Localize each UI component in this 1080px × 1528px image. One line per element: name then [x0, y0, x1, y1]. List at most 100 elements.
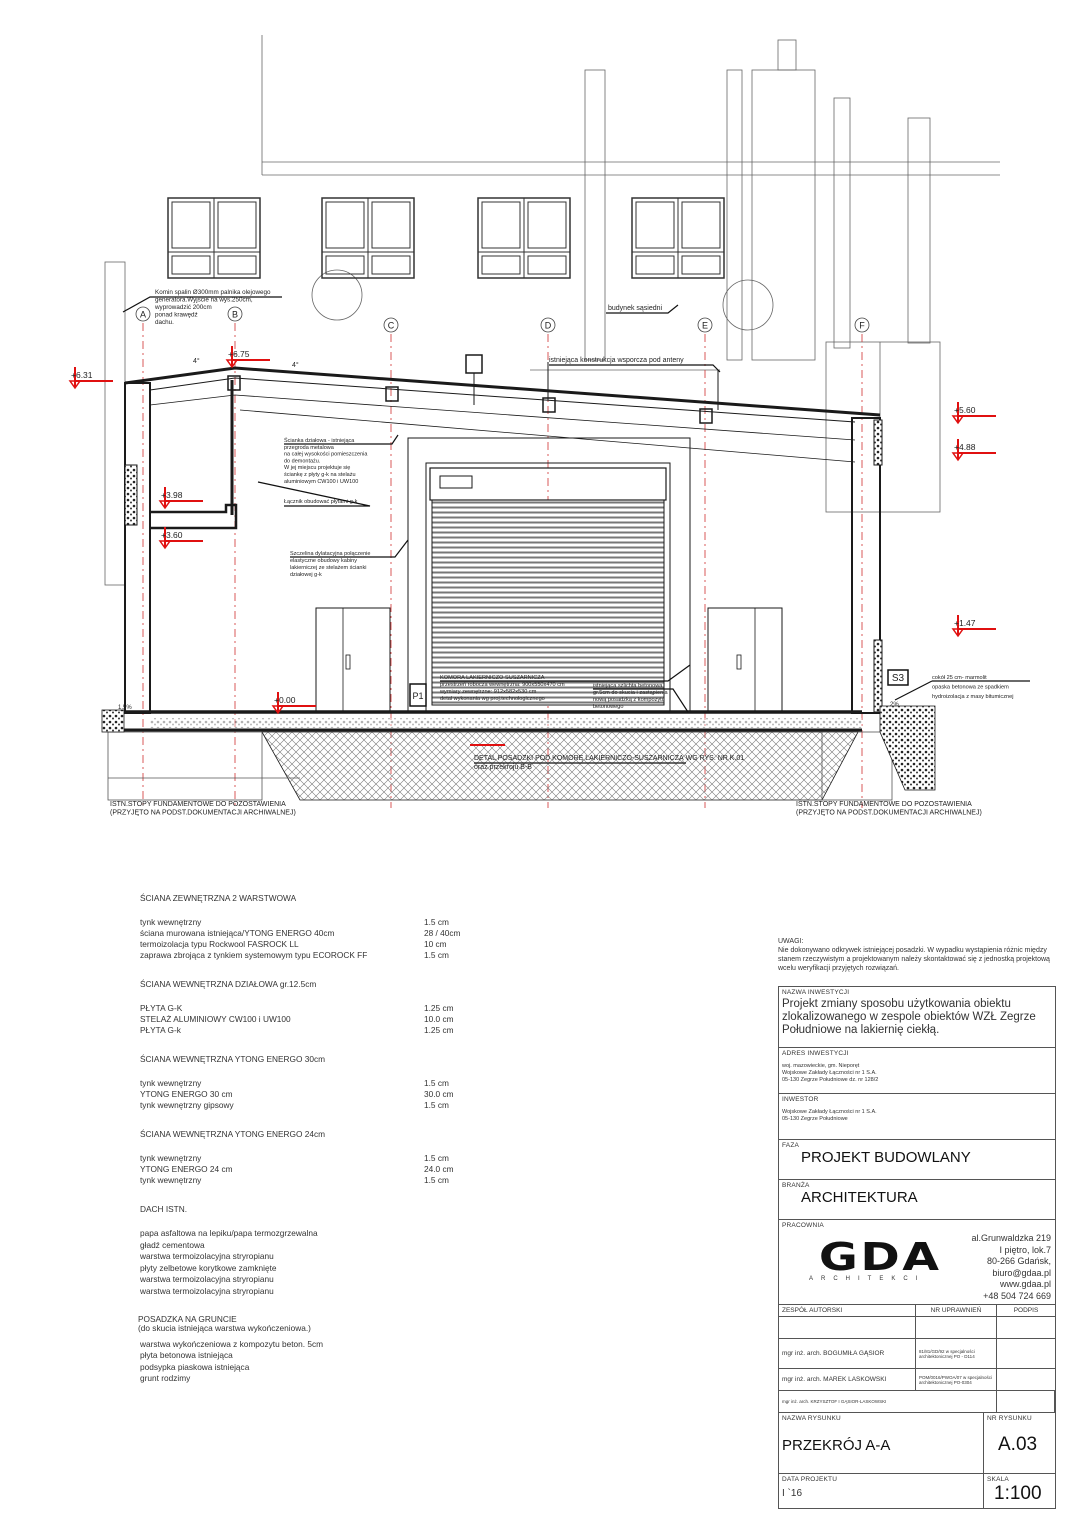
spec-layer: PŁYTA G-K: [140, 1003, 183, 1013]
address-label: ADRES INWESTYCJI: [782, 1050, 849, 1057]
chimney-note-text: generatora.Wyjście na wys.250cm,: [155, 297, 253, 304]
project-date-label: DATA PROJEKTU: [782, 1476, 838, 1483]
level-label: +5.60: [954, 405, 976, 415]
axis-label: A: [140, 310, 146, 320]
phase-value: PROJEKT BUDOWLANY: [801, 1149, 971, 1166]
spec-row: papa asfaltowa na lepiku/papa termozgrze…: [140, 1228, 470, 1239]
foundation-note-text: ISTN.STOPY FUNDAMENTOWE DO POZOSTAWIENIA: [796, 801, 972, 808]
spec-layer: warstwa termoizolacyjna stryropianu: [140, 1251, 274, 1261]
plinth-note-text: opaska betonowa ze spadkiem: [932, 685, 1009, 691]
drawing-name-label: NAZWA RYSUNKU: [782, 1415, 841, 1422]
level-marker: +5.60: [951, 402, 996, 425]
chimney-note-text: Komin spalin Ø300mm palnika olejowego: [155, 289, 271, 296]
level-marker: +4.88: [951, 439, 996, 462]
team-member-name: mgr inż. arch. MAREK LASKOWSKI: [779, 1369, 916, 1391]
spec-layer: tynk wewnętrzny gipsowy: [140, 1100, 234, 1110]
team-member-name: [779, 1317, 916, 1339]
level-label: +3.60: [161, 530, 183, 540]
level-marker: +0.00: [271, 692, 316, 715]
spec-layer: płyta betonowa istniejąca: [140, 1350, 233, 1360]
spec-thickness: 1.5 cm: [424, 1175, 449, 1185]
spec-row: warstwa termoizolacyjna stryropianu: [140, 1274, 470, 1285]
chimney-note-text: ponad krawędź: [155, 312, 198, 319]
axis-label: E: [702, 321, 708, 331]
signature-header: PODPIS: [997, 1305, 1055, 1317]
antenna-support-note: istniejąca konstrukcja wsporcza pod ante…: [549, 357, 721, 373]
spec-title: ŚCIANA WEWNĘTRZNA DZIAŁOWA gr.12.5cm: [140, 979, 317, 989]
spec-group: DACH ISTN.papa asfaltowa na lepiku/papa …: [140, 1204, 470, 1297]
spec-thickness: 1.25 cm: [424, 1025, 454, 1035]
partition-note-text: aluminiowym CW100 i UW100: [284, 479, 358, 485]
spec-layer: grunt rodzimy: [140, 1373, 191, 1383]
window: [631, 197, 725, 279]
team-member-name: mgr inż. arch. KRZYSZTOF I GĄSIOR-LASKOW…: [779, 1391, 997, 1413]
floor-detail-note: DETAL POSADZKI POD KOMORĘ LAKIERNICZO-SU…: [474, 755, 744, 771]
signature-cell: [997, 1317, 1055, 1339]
notes-title: UWAGI:: [778, 938, 804, 945]
drawing-number-label: NR RYSUNKU: [987, 1415, 1032, 1422]
roof-slope-left: 4°: [193, 357, 200, 365]
level-label: +4.88: [954, 442, 976, 452]
axis-label: B: [232, 310, 238, 320]
partition-note-text: ściankę z płyty g-k na stelażu: [284, 472, 356, 478]
partition-note-text: na całej wysokości pomieszczenia: [284, 452, 368, 458]
level-marker: +6.75: [225, 346, 270, 369]
paint-booth-note-text: przestrzeń robocza wewnętrzna: 900x550x4…: [440, 682, 565, 688]
license-header: NR UPRAWNIEŃ: [916, 1305, 997, 1317]
connector-note-text: Łącznik obudować płytami g-k: [284, 499, 358, 505]
window: [321, 197, 415, 279]
studio-phone: +48 504 724 669: [983, 1290, 1051, 1301]
tag-p1-label: P1: [412, 691, 423, 701]
studio-email: biuro@gdaa.pl: [992, 1267, 1051, 1278]
foundation-note-left: ISTN.STOPY FUNDAMENTOWE DO POZOSTAWIENIA…: [110, 801, 296, 817]
investor-line: Wojskowe Zakłady Łączności nr 1 S.A.: [782, 1109, 877, 1115]
gda-logo: GDA ARCHITEKCI: [809, 1235, 942, 1282]
spec-thickness: [424, 1362, 470, 1373]
spec-layer: YTONG ENERGO 30 cm: [140, 1089, 233, 1099]
team-header: ZESPÓŁ AUTORSKI: [779, 1305, 916, 1317]
floor-detail-note-text: DETAL POSADZKI POD KOMORĘ LAKIERNICZO-SU…: [474, 755, 744, 762]
drawing-number: A.03: [998, 1434, 1038, 1455]
tag-p1: P1: [409, 683, 427, 707]
dilatation-gap-note-text: elastyczne obudowy kabiny: [290, 558, 357, 564]
address-line: woj. mazowieckie, gm. Nieporęt: [782, 1063, 860, 1069]
axis-label: F: [859, 321, 865, 331]
spec-layer: tynk wewnętrzny: [140, 1175, 202, 1185]
spec-thickness: [424, 1240, 470, 1251]
screed-note-text: istniejąca szlichta betonowa: [593, 683, 663, 689]
tag-s3: S3: [887, 669, 909, 686]
axis-E: E: [697, 317, 713, 808]
spec-layer: gładź cementowa: [140, 1239, 205, 1250]
level-label: +0.00: [274, 695, 296, 705]
spec-layer: termoizolacja typu Rockwool FASROCK LL: [140, 939, 299, 949]
connector-note: Łącznik obudować płytami g-k: [257, 481, 371, 507]
dilatation-gap-note-text: lakierniczej ze stelażem ścianki: [290, 565, 366, 571]
level-marker: +1.47: [951, 615, 996, 638]
axis-label: D: [545, 321, 552, 331]
author-team-table: ZESPÓŁ AUTORSKI NR UPRAWNIEŃ PODPIS mgr …: [779, 1305, 1055, 1413]
studio-label: PRACOWNIA: [782, 1222, 824, 1229]
neighbor-building-note: budynek sąsiedni: [606, 304, 679, 314]
team-member-license: [916, 1317, 997, 1339]
spec-thickness: [424, 1228, 470, 1239]
spec-thickness: [424, 1251, 470, 1262]
spec-thickness: 1.25 cm: [424, 1003, 454, 1013]
partition-note-text: do demontażu.: [284, 458, 321, 464]
spec-layer: zaprawa zbrojąca z tynkiem systemowym ty…: [140, 950, 368, 960]
spec-layer: STELAŻ ALUMINIOWY CW100 i UW100: [140, 1014, 291, 1024]
spec-row: PŁYTA G-K 1.25 cm: [140, 1003, 470, 1014]
signature-cell: [997, 1339, 1055, 1369]
studio-website: www.gdaa.pl: [999, 1279, 1051, 1289]
roof-slope-right: 4°: [292, 361, 299, 369]
spec-row: płyty zelbetowe korytkowe zamknięte: [140, 1263, 470, 1274]
foundation-note-text: ISTN.STOPY FUNDAMENTOWE DO POZOSTAWIENIA: [110, 801, 286, 808]
spec-layer: tynk wewnętrzny: [140, 917, 202, 927]
investment-label: NAZWA INWESTYCJI: [782, 989, 850, 996]
